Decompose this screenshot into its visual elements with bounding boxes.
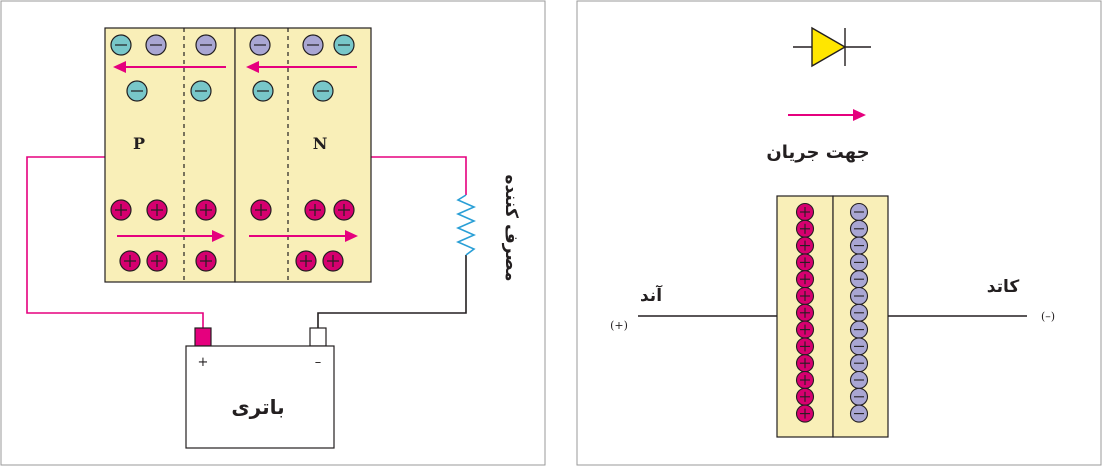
electron-charge	[333, 34, 355, 56]
negative-charge	[849, 320, 869, 339]
anode-positive-charges	[795, 202, 815, 423]
positive-charge	[304, 199, 326, 221]
diode-body	[776, 195, 889, 438]
battery-minus-sign: –	[315, 355, 322, 370]
load-resistor-icon	[456, 194, 476, 256]
left-panel-frame	[0, 0, 546, 466]
positive-charge	[795, 286, 815, 306]
anode-label: آند	[640, 284, 663, 306]
positive-charge	[250, 199, 272, 221]
battery	[185, 327, 335, 449]
anode-sign: (+)	[610, 319, 628, 332]
positive-charge	[333, 199, 355, 221]
hole-flow-arrows	[117, 230, 358, 242]
load-wire	[371, 156, 467, 195]
positive-charges	[110, 199, 355, 272]
right-arrow-icon	[249, 230, 358, 242]
current-direction-label: جهت جریان	[766, 142, 869, 163]
positive-charge	[322, 250, 344, 272]
electron-charge	[312, 80, 334, 102]
negative-charge	[849, 202, 869, 222]
load-label: مصرف کننده	[501, 174, 521, 281]
ion-charge	[195, 34, 217, 56]
positive-charge	[295, 250, 317, 272]
positive-charge	[795, 219, 815, 238]
electron-charge	[190, 80, 212, 102]
battery-label: باتری	[231, 395, 284, 419]
circuit-wires	[26, 156, 467, 328]
diode-symbol-icon	[793, 26, 871, 68]
positive-charge	[795, 404, 815, 423]
negative-wire	[317, 255, 467, 328]
electron-charge	[110, 34, 132, 56]
positive-charge	[795, 236, 815, 255]
electron-flow-arrows	[113, 61, 357, 73]
positive-charge	[795, 270, 815, 289]
positive-charge	[795, 354, 815, 373]
negative-charge	[849, 286, 869, 306]
battery-positive-terminal	[194, 327, 212, 347]
negative-charge	[849, 236, 869, 255]
negative-charge	[849, 270, 869, 289]
ion-charge	[249, 34, 271, 56]
positive-charge	[795, 303, 815, 322]
positive-charge	[146, 250, 168, 272]
positive-charge	[110, 199, 132, 221]
electron-charge	[252, 80, 274, 102]
current-direction-arrow-icon	[788, 109, 866, 121]
top-negative-charges	[110, 34, 355, 102]
positive-charge	[795, 387, 815, 406]
electron-charge	[126, 80, 148, 102]
right-arrow-icon	[117, 230, 225, 242]
positive-charge	[795, 320, 815, 339]
negative-charge	[849, 219, 869, 238]
positive-charge	[195, 199, 217, 221]
negative-charge	[849, 404, 869, 423]
positive-charge	[146, 199, 168, 221]
right-panel-frame	[576, 0, 1102, 466]
left-arrow-icon	[246, 61, 357, 73]
negative-charge	[849, 370, 869, 390]
ion-charge	[302, 34, 324, 56]
positive-charge	[795, 253, 815, 272]
cathode-label: کاتد	[987, 277, 1020, 297]
n-region-label: N	[313, 134, 328, 153]
left-arrow-icon	[113, 61, 226, 73]
battery-body	[185, 345, 335, 449]
positive-charge	[195, 250, 217, 272]
positive-charge	[795, 202, 815, 222]
negative-charge	[849, 337, 869, 356]
negative-charge	[849, 303, 869, 322]
cathode-sign: (–)	[1041, 310, 1055, 323]
negative-charge	[849, 253, 869, 272]
cathode-negative-charges	[849, 202, 869, 423]
p-region-label: P	[133, 134, 145, 153]
positive-charge	[795, 370, 815, 390]
positive-charge	[795, 337, 815, 356]
battery-plus-sign: +	[198, 355, 209, 370]
negative-charge	[849, 387, 869, 406]
negative-charge	[849, 354, 869, 373]
positive-wire	[26, 156, 204, 328]
ion-charge	[145, 34, 167, 56]
positive-charge	[119, 250, 141, 272]
battery-negative-terminal	[309, 327, 327, 347]
